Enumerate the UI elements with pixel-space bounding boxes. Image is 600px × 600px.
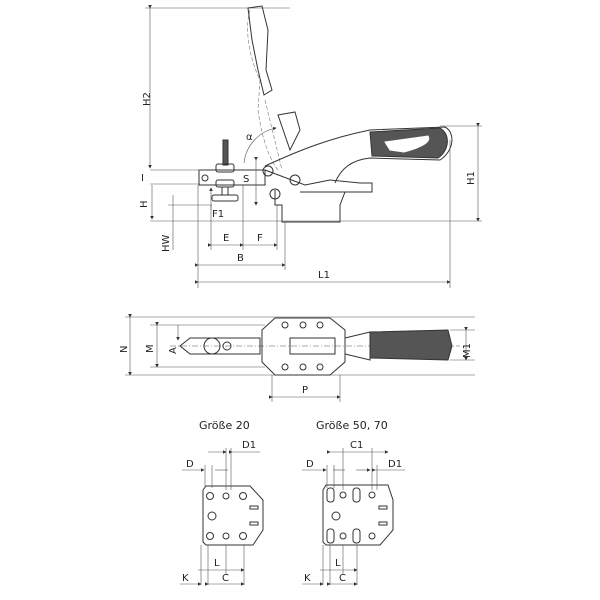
base-plate-size-50-70: Größe 50, 70 C1 D D1 L K C (302, 419, 405, 586)
label-K: K (304, 573, 311, 584)
label-N: N (119, 346, 130, 353)
label-M: M (145, 344, 156, 353)
label-HW: HW (161, 234, 172, 252)
label-D: D (186, 459, 194, 470)
label-H: H (139, 200, 150, 208)
label-L: L (335, 558, 341, 569)
spindle (222, 139, 229, 166)
label-A: A (168, 347, 179, 354)
label-H1: H1 (466, 171, 477, 185)
top-view: N M A M1 P (119, 314, 475, 402)
plate-title: Größe 50, 70 (316, 419, 388, 432)
label-E: E (223, 233, 229, 244)
label-D1: D1 (242, 440, 256, 451)
label-B: B (237, 253, 244, 264)
label-H2: H2 (142, 92, 153, 106)
label-S: S (243, 174, 249, 185)
label-M1: M1 (462, 343, 473, 358)
label-I: I (141, 173, 144, 184)
label-C1: C1 (350, 440, 363, 451)
label-C: C (339, 573, 346, 584)
base-plate-size-20: Größe 20 D1 D L K C (180, 419, 264, 586)
label-L: L (214, 558, 220, 569)
label-F: F (257, 233, 263, 244)
side-view: α I H2 H HW S F1 (139, 5, 482, 288)
plate-title: Größe 20 (199, 419, 250, 432)
label-alpha: α (246, 132, 253, 143)
label-F1: F1 (212, 209, 224, 220)
label-D1: D1 (388, 459, 402, 470)
label-P: P (302, 385, 308, 396)
label-L1: L1 (318, 270, 330, 281)
label-K: K (182, 573, 189, 584)
handle-grip-top (369, 329, 453, 361)
label-D: D (306, 459, 314, 470)
label-C: C (222, 573, 229, 584)
